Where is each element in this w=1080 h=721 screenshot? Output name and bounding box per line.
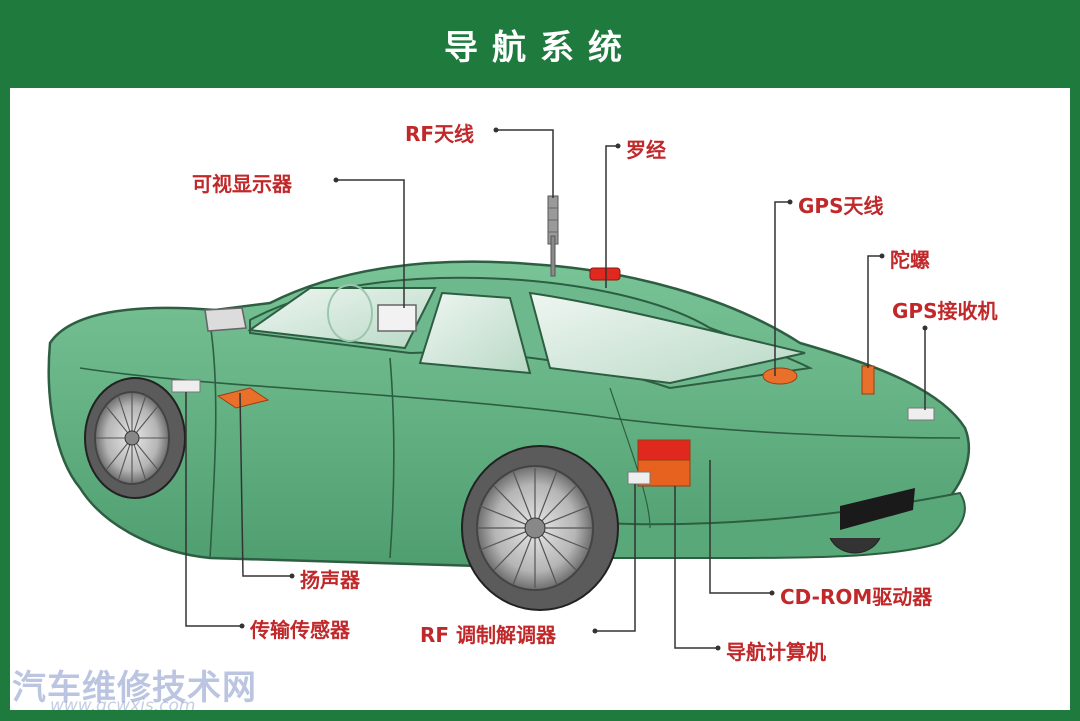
cdrom-unit [637,439,691,461]
side-window [418,291,532,375]
label-rf-antenna: RF天线 [405,122,475,146]
gyro-unit [861,365,875,395]
leader-dots [239,127,928,651]
label-gyro: 陀螺 [890,248,930,272]
label-gps-antenna: GPS天线 [798,194,884,218]
label-gps-receiver: GPS接收机 [892,299,998,323]
rear-window [528,291,806,385]
rf-modem-unit [627,471,651,485]
display-unit [377,304,417,332]
car-illustration [47,127,970,651]
label-display: 可视显示器 [192,172,292,196]
diagram-canvas: RF天线 罗经 可视显示器 GPS天线 陀螺 GPS接收机 扬声器 传输传感器 … [10,88,1070,710]
compass-unit [589,267,621,281]
rf-antenna-mast [547,195,559,277]
label-compass: 罗经 [626,138,666,162]
leader-lines [185,129,926,649]
rear-wheel [461,445,619,611]
diagram-title: 导航系统 [444,27,636,68]
label-sensor: 传输传感器 [250,618,350,642]
gps-receiver-unit [907,407,935,421]
license-plate [840,488,915,530]
title-bar: 导航系统 [0,0,1080,88]
label-nav-computer: 导航计算机 [726,640,826,664]
sensor-unit [171,379,201,393]
label-rf-modem: RF 调制解调器 [420,623,557,647]
front-wheel [84,377,186,499]
windshield [247,287,437,350]
watermark-logo: 汽车维修技术网 [12,668,257,708]
watermark-url: www.qcwxjs.com [50,696,196,710]
label-cdrom: CD-ROM驱动器 [780,585,933,609]
speaker-unit [216,387,270,409]
gps-antenna-unit [762,367,798,385]
side-mirror [204,307,247,332]
label-speaker: 扬声器 [300,568,360,592]
